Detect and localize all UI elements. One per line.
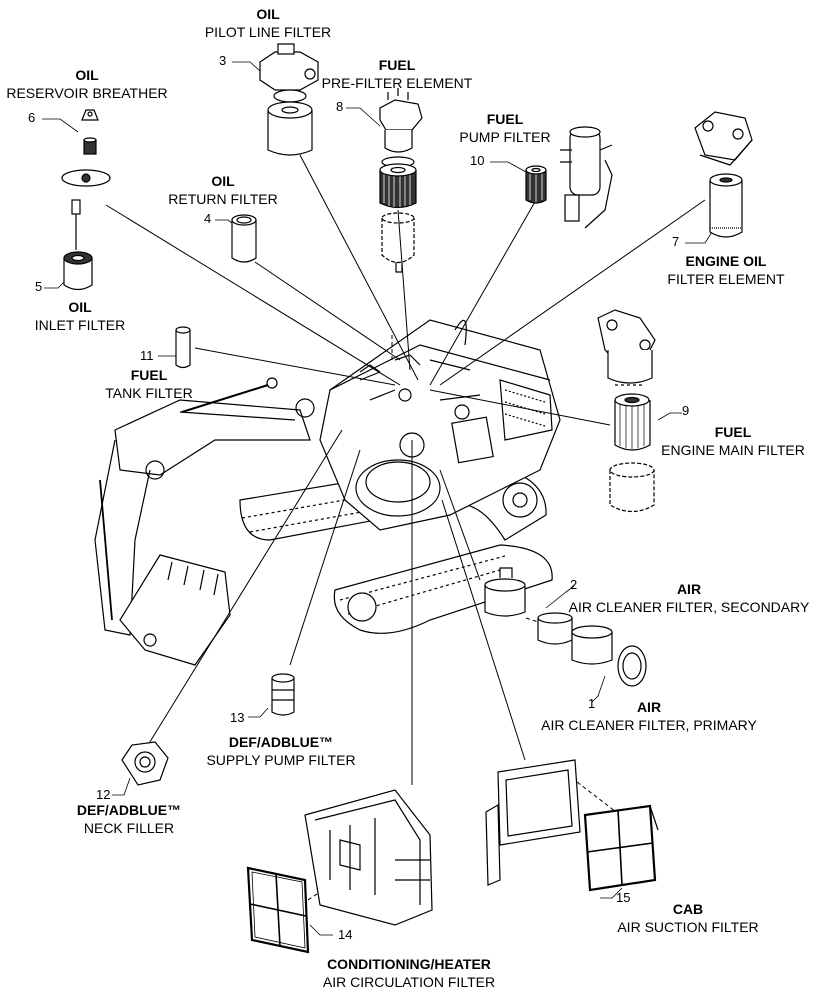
part-number-12: 12 bbox=[96, 787, 111, 802]
fuel-pump-filter-illustration bbox=[525, 126, 613, 229]
label-description: AIR CLEANER FILTER, SECONDARY bbox=[568, 599, 810, 615]
label-description: PILOT LINE FILTER bbox=[204, 24, 332, 40]
engine-oil-filter-illustration bbox=[694, 111, 753, 238]
part-number-8: 8 bbox=[336, 99, 344, 114]
label-category: CONDITIONING/HEATER bbox=[327, 956, 491, 972]
label-description: AIR CIRCULATION FILTER bbox=[322, 974, 496, 990]
def-supply-pump-filter-illustration bbox=[271, 673, 295, 716]
label-category: ENGINE OIL bbox=[685, 253, 767, 269]
label-description: AIR SUCTION FILTER bbox=[617, 919, 759, 935]
boom-arm bbox=[94, 377, 315, 636]
label-oil-inlet-filter: OIL INLET FILTER bbox=[20, 298, 140, 334]
part-number-10: 10 bbox=[470, 153, 485, 168]
label-engine-oil-filter-element: ENGINE OIL FILTER ELEMENT bbox=[664, 252, 788, 288]
label-fuel-engine-main-filter: FUEL ENGINE MAIN FILTER bbox=[655, 423, 811, 459]
label-description: NECK FILLER bbox=[83, 820, 175, 836]
part-number-3: 3 bbox=[219, 53, 227, 68]
fuel-tank-filter-illustration bbox=[175, 326, 191, 369]
pilot-line-filter-illustration bbox=[259, 43, 319, 156]
label-category: DEF/ADBLUE™ bbox=[76, 802, 182, 818]
label-category: FUEL bbox=[130, 367, 168, 383]
part-number-5: 5 bbox=[35, 279, 43, 294]
part-number-14: 14 bbox=[338, 927, 353, 942]
label-description: ENGINE MAIN FILTER bbox=[661, 442, 805, 458]
label-conditioning-heater-filter: CONDITIONING/HEATER AIR CIRCULATION FILT… bbox=[304, 955, 514, 991]
label-category: OIL bbox=[211, 173, 235, 189]
reservoir-breather-illustration bbox=[61, 109, 111, 187]
air-circulation-filter-illustration bbox=[246, 866, 310, 954]
label-description: FILTER ELEMENT bbox=[667, 271, 785, 287]
label-description: RESERVOIR BREATHER bbox=[6, 85, 168, 101]
air-suction-filter-illustration bbox=[583, 804, 659, 892]
label-description: PRE-FILTER ELEMENT bbox=[321, 75, 473, 91]
label-category: DEF/ADBLUE™ bbox=[228, 734, 334, 750]
part-number-15: 15 bbox=[616, 890, 631, 905]
label-oil-pilot-line-filter: OIL PILOT LINE FILTER bbox=[188, 5, 348, 41]
part-number-4: 4 bbox=[204, 211, 212, 226]
label-fuel-pre-filter: FUEL PRE-FILTER ELEMENT bbox=[312, 56, 482, 92]
part-number-13: 13 bbox=[230, 710, 245, 725]
hvac-unit-illustration bbox=[304, 789, 433, 926]
part-number-7: 7 bbox=[672, 234, 680, 249]
label-def-supply-pump-filter: DEF/ADBLUE™ SUPPLY PUMP FILTER bbox=[200, 733, 362, 769]
fuel-engine-main-filter-illustration bbox=[597, 309, 656, 513]
label-category: FUEL bbox=[486, 111, 524, 127]
label-description: AIR CLEANER FILTER, PRIMARY bbox=[541, 717, 757, 733]
part-number-1: 1 bbox=[588, 696, 596, 711]
label-category: CAB bbox=[672, 901, 704, 917]
label-air-cleaner-primary: AIR AIR CLEANER FILTER, PRIMARY bbox=[534, 698, 764, 734]
label-description: PUMP FILTER bbox=[459, 129, 551, 145]
bucket bbox=[119, 554, 231, 666]
label-fuel-pump-filter: FUEL PUMP FILTER bbox=[450, 110, 560, 146]
label-category: FUEL bbox=[378, 57, 416, 73]
label-description: RETURN FILTER bbox=[168, 191, 278, 207]
label-cab-air-suction-filter: CAB AIR SUCTION FILTER bbox=[608, 900, 768, 936]
label-category: FUEL bbox=[714, 424, 752, 440]
part-number-11: 11 bbox=[140, 348, 154, 363]
part-number-9: 9 bbox=[682, 403, 690, 418]
label-description: TANK FILTER bbox=[105, 385, 193, 401]
oil-inlet-filter-illustration bbox=[63, 199, 93, 291]
part-number-6: 6 bbox=[28, 110, 36, 125]
label-oil-reservoir-breather: OIL RESERVOIR BREATHER bbox=[0, 66, 174, 102]
leader-lines bbox=[105, 154, 706, 901]
label-description: SUPPLY PUMP FILTER bbox=[206, 752, 356, 768]
label-category: OIL bbox=[75, 67, 99, 83]
def-neck-filler-illustration bbox=[121, 741, 169, 786]
label-category: AIR bbox=[676, 581, 702, 597]
label-def-neck-filler: DEF/ADBLUE™ NECK FILLER bbox=[64, 801, 194, 837]
fuel-pre-filter-illustration bbox=[379, 88, 423, 273]
label-oil-return-filter: OIL RETURN FILTER bbox=[160, 172, 286, 208]
air-cleaner-filter-illustration bbox=[484, 567, 647, 687]
cab-air-duct-illustration bbox=[485, 759, 581, 886]
part-number-2: 2 bbox=[570, 577, 578, 592]
label-fuel-tank-filter: FUEL TANK FILTER bbox=[92, 366, 206, 402]
oil-return-filter-illustration bbox=[231, 214, 257, 263]
label-category: AIR bbox=[636, 699, 662, 715]
label-category: OIL bbox=[68, 299, 92, 315]
label-category: OIL bbox=[256, 6, 280, 22]
label-description: INLET FILTER bbox=[34, 317, 126, 333]
label-air-cleaner-secondary: AIR AIR CLEANER FILTER, SECONDARY bbox=[566, 580, 812, 616]
